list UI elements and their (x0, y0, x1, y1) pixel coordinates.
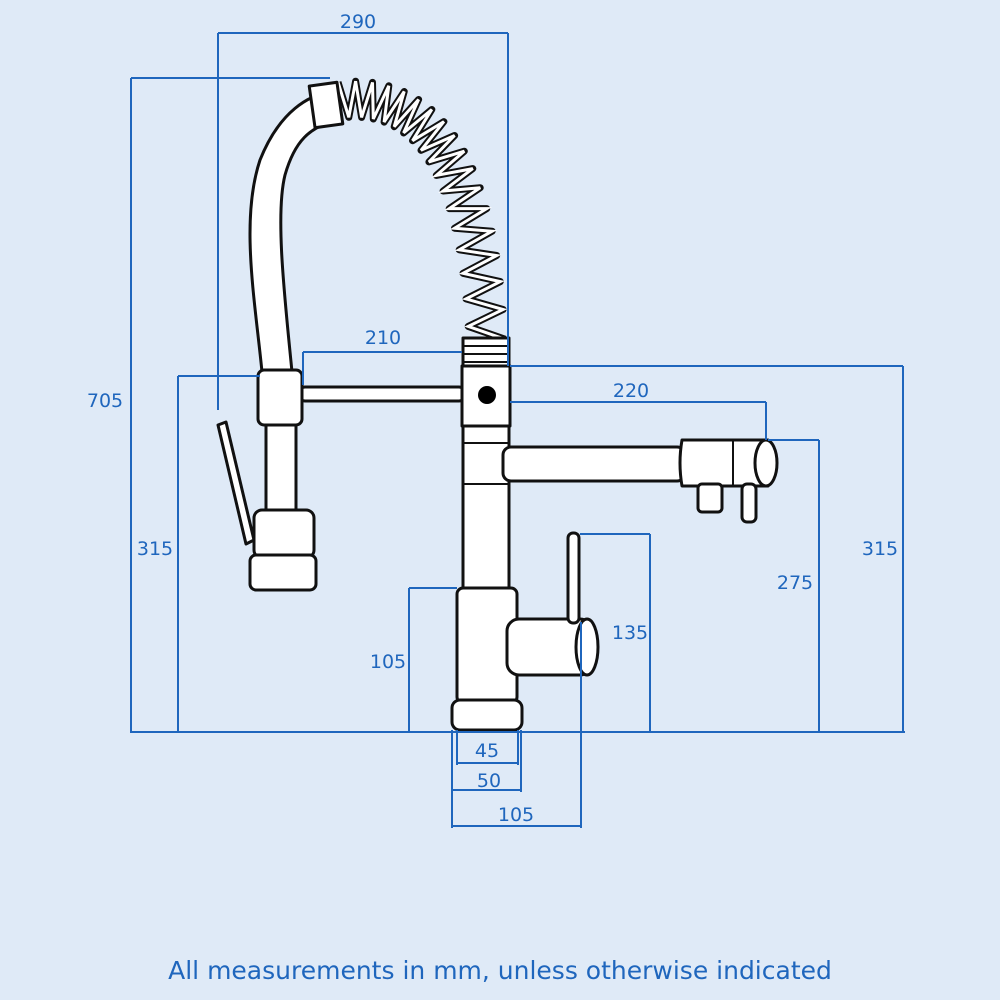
sprayer-head (252, 508, 316, 560)
base-ring (450, 698, 524, 732)
spout-nozzle (696, 482, 724, 514)
dim-105-bottom: 105 (498, 804, 534, 826)
footer-note: All measurements in mm, unless otherwise… (168, 956, 832, 985)
dim-135: 135 (612, 622, 648, 644)
sprayer-lever (216, 420, 256, 546)
sprayer-stem (264, 423, 298, 517)
dim-45: 45 (475, 740, 499, 762)
spring-coil-inner (336, 80, 508, 341)
dim-105-left: 105 (370, 651, 406, 673)
spout-pin (740, 482, 758, 524)
spring-collar (307, 80, 345, 130)
dim-315-right: 315 (862, 538, 898, 560)
sprayer-nozzle (248, 553, 318, 592)
hose (248, 90, 337, 374)
handle-end (574, 617, 600, 677)
dim-290: 290 (340, 11, 376, 33)
handle-lever (566, 531, 581, 625)
faucet-drawing (216, 77, 779, 732)
dim-210: 210 (365, 327, 401, 349)
spout-end (753, 438, 779, 488)
dim-705: 705 (87, 390, 123, 412)
dim-220: 220 (613, 380, 649, 402)
spout-arm (501, 445, 687, 483)
dimension-lines (130, 32, 905, 828)
dim-275: 275 (777, 572, 813, 594)
dimension-labels: 290 705 315 210 220 315 275 135 105 45 5… (87, 11, 898, 826)
sprayer-holder (256, 368, 304, 427)
dim-50: 50 (477, 770, 501, 792)
dim-315-left: 315 (137, 538, 173, 560)
main-column (461, 424, 511, 594)
holder-arm (298, 385, 466, 403)
button-icon (478, 386, 496, 404)
